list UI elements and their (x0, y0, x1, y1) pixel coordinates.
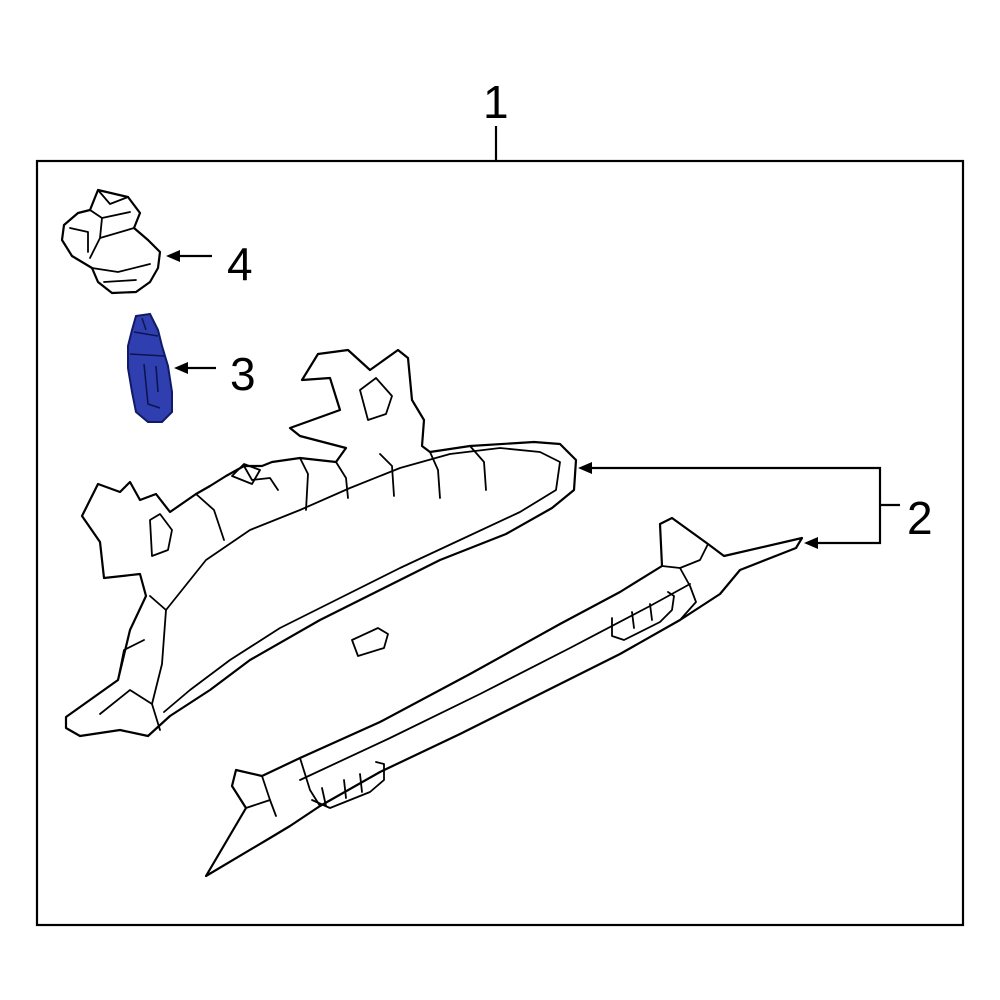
trim-strip-lower-part (204, 516, 804, 878)
bracket-upper-part (64, 348, 578, 738)
callout-3-label: 3 (230, 348, 256, 400)
callout-2-arrowhead-lower (804, 537, 818, 549)
callout-2-label: 2 (907, 492, 933, 544)
callout-1-label: 1 (483, 76, 509, 128)
bulb-socket-part (60, 188, 162, 295)
callout-4-arrowhead (166, 250, 180, 262)
callout-4-label: 4 (227, 238, 253, 290)
bulb-part (127, 312, 173, 423)
callout-2-bracket (592, 466, 900, 545)
callout-3-arrowhead (174, 362, 188, 374)
assembly-frame (35, 159, 965, 927)
callout-2-arrowhead-upper (578, 462, 592, 474)
